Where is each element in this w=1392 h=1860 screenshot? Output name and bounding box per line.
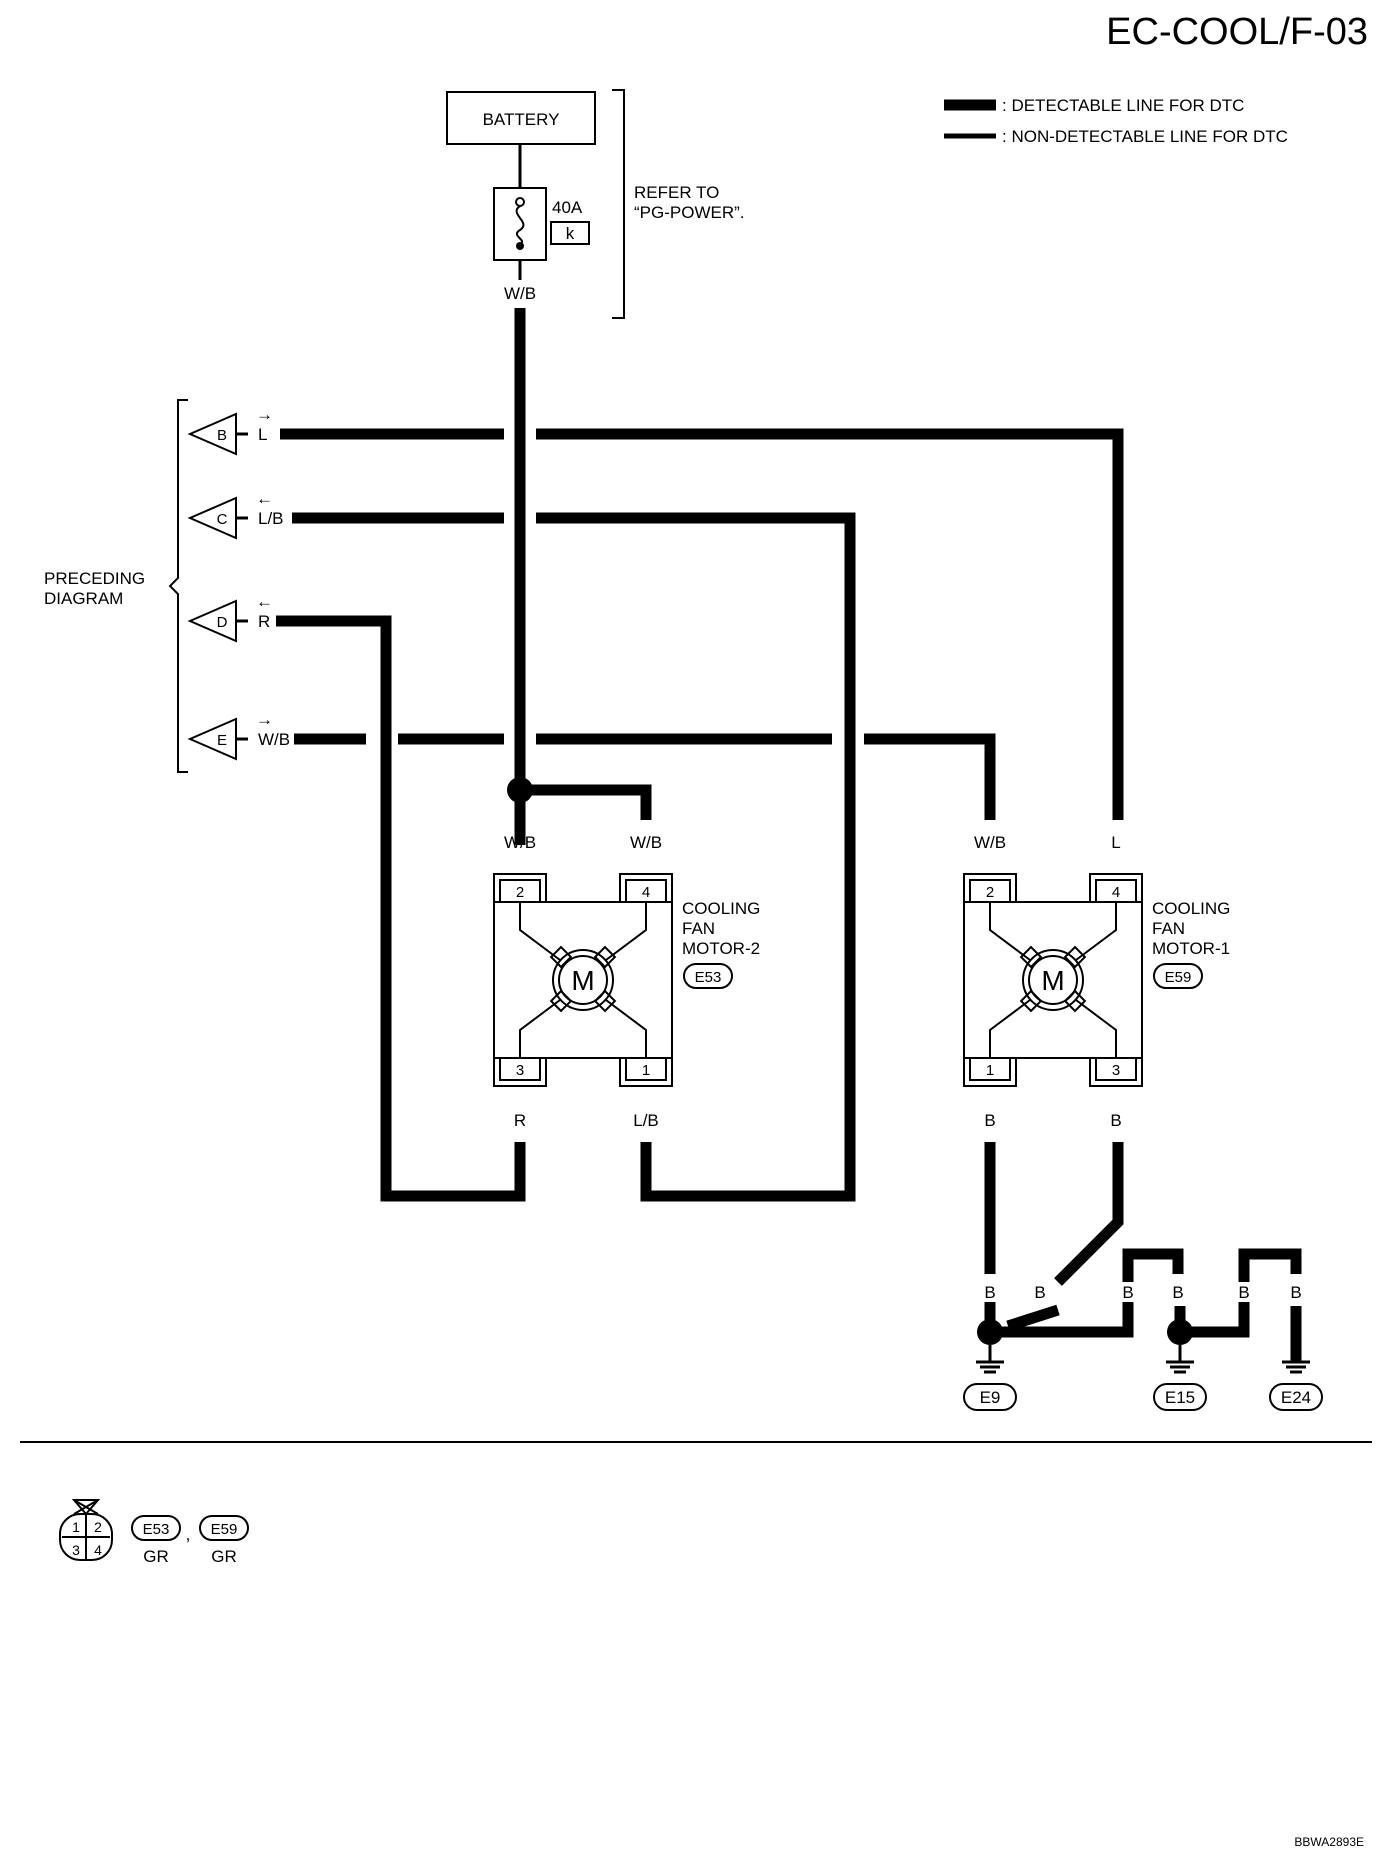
svg-text:1: 1 xyxy=(642,1062,650,1079)
ground-e9: E9 xyxy=(963,1345,1017,1411)
refer-bracket xyxy=(612,89,625,319)
svg-text:4: 4 xyxy=(94,1542,102,1558)
svg-text:L/B: L/B xyxy=(258,509,284,528)
fuse-rating: 40A xyxy=(552,198,583,217)
svg-text:2: 2 xyxy=(94,1519,102,1535)
preceding-line1: PRECEDING xyxy=(44,569,145,588)
svg-text:L: L xyxy=(258,425,267,444)
page-title: EC-COOL/F-03 xyxy=(1106,11,1368,53)
svg-text:W/B: W/B xyxy=(504,833,536,852)
connector-e: E W/B → xyxy=(187,710,290,761)
motor-1-connector: E59 xyxy=(1165,969,1192,986)
legend-detectable-text: : DETECTABLE LINE FOR DTC xyxy=(1002,96,1244,115)
ground-e24: E24 xyxy=(1269,1360,1323,1411)
svg-text:W/B: W/B xyxy=(974,833,1006,852)
ground-junction-dot xyxy=(1167,1319,1193,1345)
ground-wire-labels: B B B B B B xyxy=(978,1282,1308,1302)
svg-text:M: M xyxy=(571,965,594,996)
svg-text:,: , xyxy=(186,1525,191,1544)
cooling-fan-motor-1: W/B L 2 4 M 1 3 B B COOLING FAN MOTOR-1 … xyxy=(963,833,1230,1130)
svg-text:B: B xyxy=(1238,1283,1249,1302)
preceding-bracket xyxy=(168,399,188,773)
battery-label: BATTERY xyxy=(483,110,560,129)
svg-text:GR: GR xyxy=(143,1547,169,1566)
motor-2-name-line1: COOLING xyxy=(682,899,760,918)
svg-text:L: L xyxy=(1111,833,1120,852)
fuse: 40A k xyxy=(493,187,590,261)
refer-line1: REFER TO xyxy=(634,183,719,202)
svg-text:B: B xyxy=(984,1111,995,1130)
svg-text:→: → xyxy=(256,710,273,729)
ground-junction-dot xyxy=(977,1319,1003,1345)
svg-text:4: 4 xyxy=(1112,884,1120,901)
svg-text:2: 2 xyxy=(516,884,524,901)
svg-text:L/B: L/B xyxy=(633,1111,659,1130)
svg-text:3: 3 xyxy=(1112,1062,1120,1079)
ground-e24-label: E24 xyxy=(1281,1388,1311,1407)
svg-text:B: B xyxy=(1290,1283,1301,1302)
ground-e15: E15 xyxy=(1153,1345,1207,1411)
svg-text:M: M xyxy=(1041,965,1064,996)
svg-text:1: 1 xyxy=(72,1519,80,1535)
svg-text:1: 1 xyxy=(986,1062,994,1079)
motor-2-connector: E53 xyxy=(695,969,722,986)
wires xyxy=(276,308,1302,1362)
figure-id: BBWA2893E xyxy=(1294,1835,1364,1849)
preceding-line2: DIAGRAM xyxy=(44,589,123,608)
svg-text:R: R xyxy=(514,1111,526,1130)
svg-text:B: B xyxy=(1172,1283,1183,1302)
junction-dot xyxy=(507,777,533,803)
fuse-letter: k xyxy=(566,224,575,243)
ground-e15-label: E15 xyxy=(1165,1388,1195,1407)
svg-text:→: → xyxy=(256,405,273,424)
connector-key: 1 2 3 4 E53 , E59 GR GR xyxy=(59,1499,249,1566)
svg-text:3: 3 xyxy=(516,1062,524,1079)
connector-c: C L/B ← xyxy=(187,489,284,540)
svg-text:2: 2 xyxy=(986,884,994,901)
refer-line2: “PG-POWER”. xyxy=(634,203,745,222)
svg-text:←: ← xyxy=(256,489,273,508)
svg-text:D: D xyxy=(217,614,228,631)
svg-text:W/B: W/B xyxy=(258,730,290,749)
motor-2-name-line3: MOTOR-2 xyxy=(682,939,760,958)
svg-text:4: 4 xyxy=(642,884,650,901)
legend: : DETECTABLE LINE FOR DTC : NON-DETECTAB… xyxy=(944,96,1288,146)
connector-b: B L → xyxy=(187,405,273,456)
svg-text:B: B xyxy=(1110,1111,1121,1130)
svg-text:3: 3 xyxy=(72,1542,80,1558)
svg-text:B: B xyxy=(1034,1283,1045,1302)
svg-text:E: E xyxy=(217,732,227,749)
svg-text:E53: E53 xyxy=(143,1521,170,1538)
svg-text:B: B xyxy=(984,1283,995,1302)
battery: BATTERY xyxy=(446,91,596,145)
cooling-fan-motor-2: W/B W/B 2 4 M 3 1 R L/B COOLING FAN MOTO… xyxy=(493,833,760,1130)
fuse-wire-label: W/B xyxy=(504,284,536,303)
legend-non-detectable-text: : NON-DETECTABLE LINE FOR DTC xyxy=(1002,127,1288,146)
svg-text:C: C xyxy=(217,511,228,528)
svg-text:R: R xyxy=(258,612,270,631)
svg-text:E59: E59 xyxy=(211,1521,238,1538)
connector-d: D R ← xyxy=(187,592,273,643)
motor-2-name-line2: FAN xyxy=(682,919,715,938)
motor-1-name-line1: COOLING xyxy=(1152,899,1230,918)
svg-text:←: ← xyxy=(256,592,273,611)
ground-e9-label: E9 xyxy=(980,1388,1001,1407)
motor-1-name-line3: MOTOR-1 xyxy=(1152,939,1230,958)
motor-1-name-line2: FAN xyxy=(1152,919,1185,938)
svg-text:W/B: W/B xyxy=(630,833,662,852)
svg-text:B: B xyxy=(217,427,227,444)
svg-text:GR: GR xyxy=(211,1547,237,1566)
svg-text:B: B xyxy=(1122,1283,1133,1302)
